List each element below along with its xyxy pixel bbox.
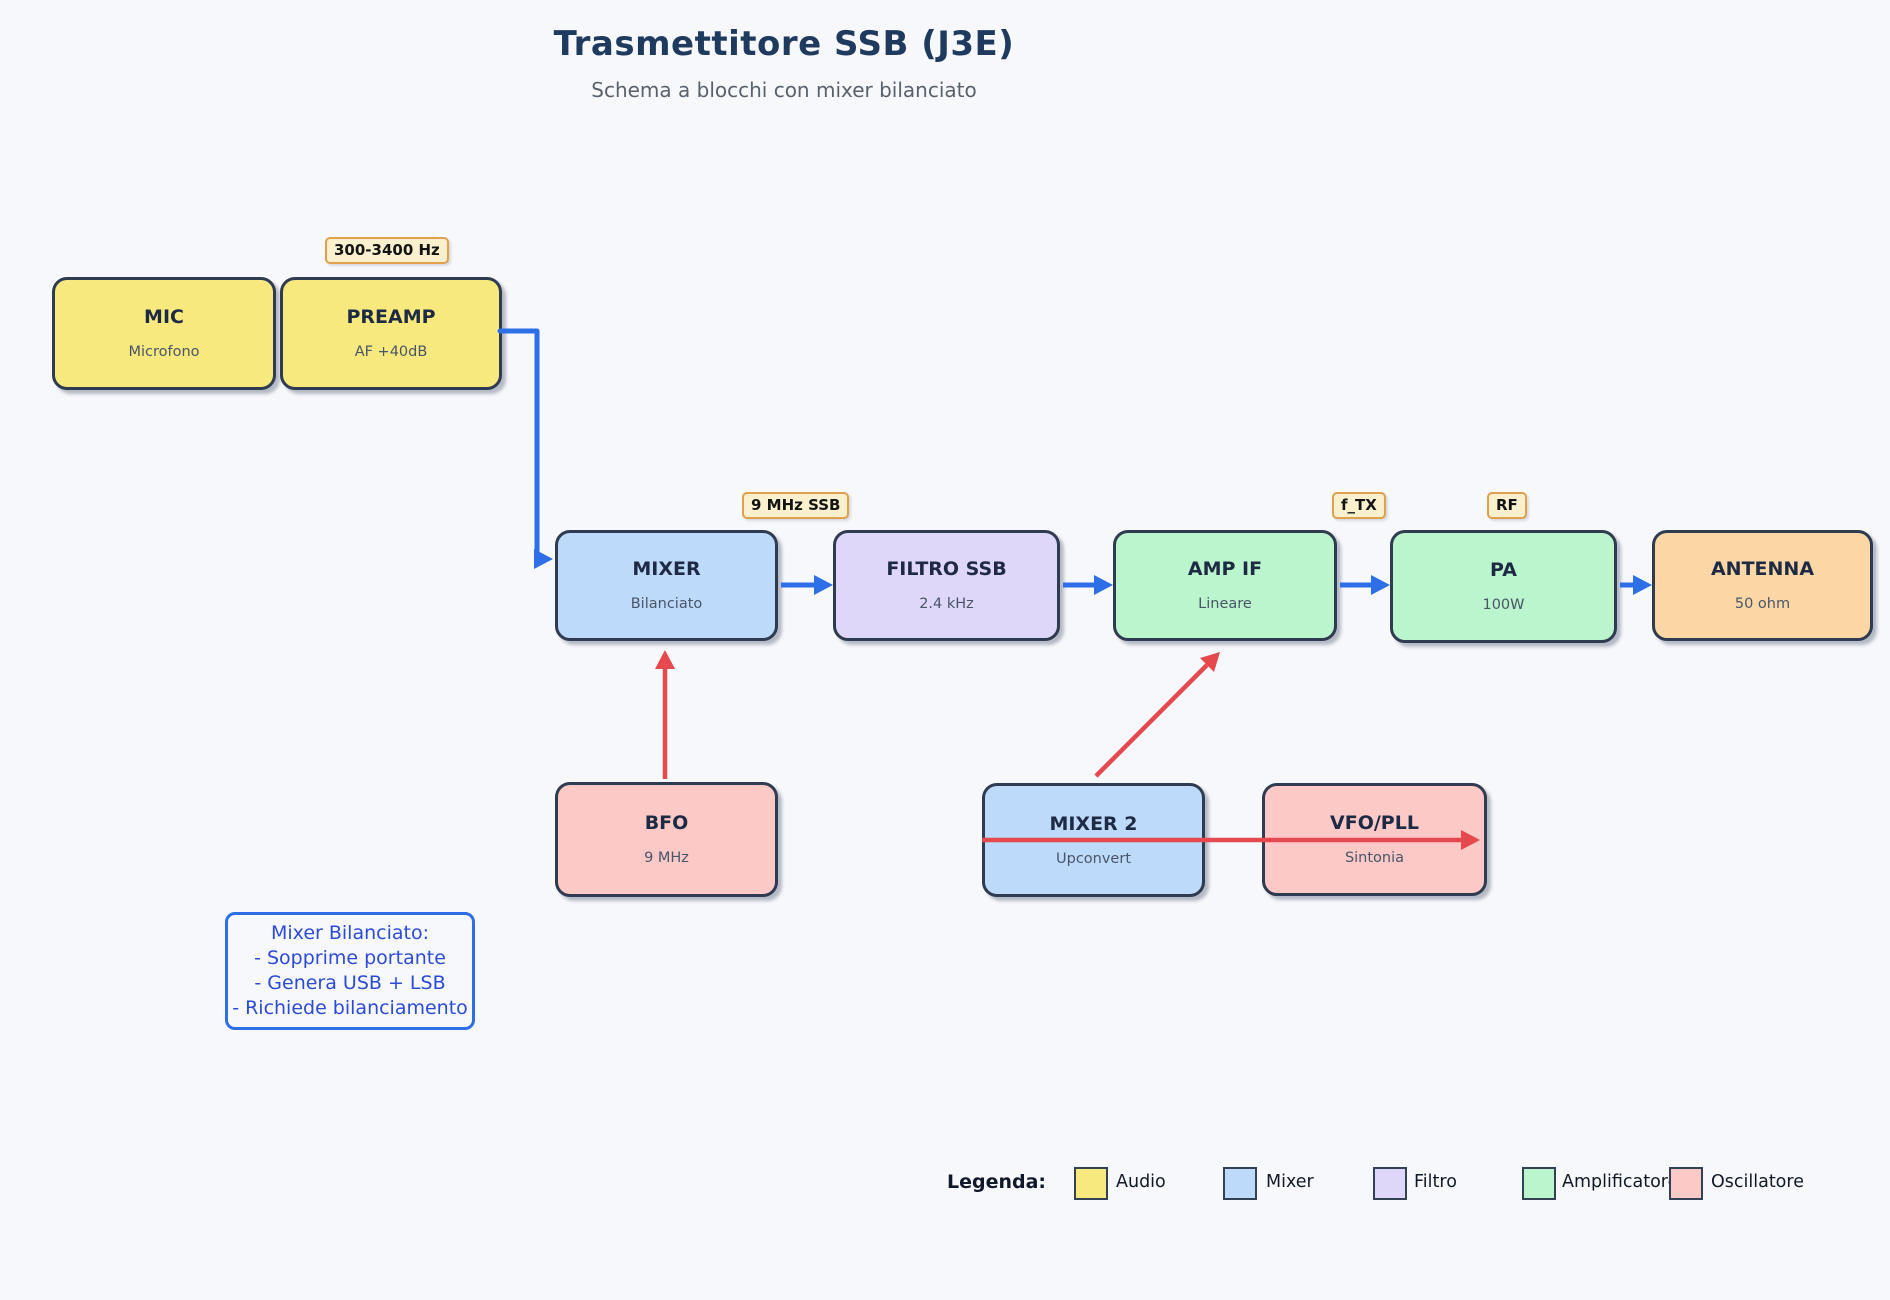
legend-swatch-audio	[1074, 1167, 1108, 1200]
block-bfo: BFO 9 MHz	[555, 782, 778, 897]
arrow-preamp-to-mixer	[497, 328, 553, 569]
block-pa: PA 100W	[1390, 530, 1617, 643]
arrow-mixer2-to-ampif	[1094, 652, 1220, 778]
legend-label-mixer: Mixer	[1266, 1172, 1314, 1192]
block-mic-subtitle: Microfono	[128, 344, 200, 361]
arrow-filtro-to-ampif	[1063, 575, 1113, 595]
block-antenna-title: ANTENNA	[1710, 558, 1815, 581]
arrow-pa-to-antenna	[1620, 575, 1652, 595]
note-line-3: - Genera USB + LSB	[254, 972, 446, 994]
block-mixer2: MIXER 2 Upconvert	[982, 783, 1205, 897]
block-filtro-ssb: FILTRO SSB 2.4 kHz	[833, 530, 1060, 641]
block-antenna-subtitle: 50 ohm	[1734, 596, 1791, 613]
block-bfo-subtitle: 9 MHz	[644, 850, 689, 867]
page-title: Trasmettitore SSB (J3E)	[553, 24, 1015, 64]
note-mixer-bilanciato: Mixer Bilanciato: - Sopprime portante - …	[225, 912, 475, 1030]
badge-af-range: 300-3400 Hz	[325, 237, 449, 264]
note-line-2: - Sopprime portante	[254, 947, 446, 969]
block-vfo-pll: VFO/PLL Sintonia	[1262, 783, 1487, 896]
block-antenna: ANTENNA 50 ohm	[1652, 530, 1873, 641]
legend-label-filtro: Filtro	[1414, 1172, 1457, 1192]
block-mixer: MIXER Bilanciato	[555, 530, 778, 641]
block-mic-title: MIC	[144, 306, 184, 329]
arrow-ampif-to-pa	[1340, 575, 1390, 595]
legend-title: Legenda:	[947, 1171, 1047, 1193]
badge-rf: RF	[1487, 492, 1527, 519]
page-subtitle: Schema a blocchi con mixer bilanciato	[591, 78, 977, 102]
arrow-mixer-to-filtro	[781, 575, 833, 595]
block-mixer2-title: MIXER 2	[1049, 812, 1138, 835]
block-vfo-title: VFO/PLL	[1330, 812, 1419, 835]
note-line-4: - Richiede bilanciamento	[232, 997, 468, 1019]
arrow-bfo-to-mixer	[655, 650, 675, 779]
block-amp-if-subtitle: Lineare	[1198, 596, 1252, 613]
block-pa-title: PA	[1490, 559, 1517, 582]
note-line-1: Mixer Bilanciato:	[271, 922, 429, 944]
block-preamp-subtitle: AF +40dB	[354, 344, 428, 361]
legend-swatch-amplificatore	[1522, 1167, 1556, 1200]
block-amp-if-title: AMP IF	[1187, 558, 1263, 581]
legend-label-amplificatore: Amplificatore	[1562, 1172, 1679, 1192]
badge-f-tx: f_TX	[1332, 492, 1386, 519]
block-filtro-title: FILTRO SSB	[886, 558, 1007, 581]
legend-label-oscillatore: Oscillatore	[1711, 1172, 1804, 1192]
legend-swatch-oscillatore	[1669, 1167, 1703, 1200]
block-preamp-title: PREAMP	[346, 306, 436, 329]
block-preamp: PREAMP AF +40dB	[280, 277, 502, 390]
block-bfo-title: BFO	[644, 812, 689, 835]
block-mixer-title: MIXER	[632, 558, 701, 581]
legend-swatch-filtro	[1373, 1167, 1407, 1200]
badge-9mhz-ssb: 9 MHz SSB	[742, 492, 850, 519]
legend-label-audio: Audio	[1116, 1172, 1166, 1192]
block-amp-if: AMP IF Lineare	[1113, 530, 1337, 641]
legend-swatch-mixer	[1223, 1167, 1257, 1200]
block-pa-subtitle: 100W	[1482, 597, 1525, 614]
block-mixer2-subtitle: Upconvert	[1056, 850, 1131, 867]
block-mixer-subtitle: Bilanciato	[630, 596, 703, 613]
block-filtro-subtitle: 2.4 kHz	[919, 596, 974, 613]
block-mic: MIC Microfono	[52, 277, 276, 390]
block-vfo-subtitle: Sintonia	[1344, 850, 1405, 867]
